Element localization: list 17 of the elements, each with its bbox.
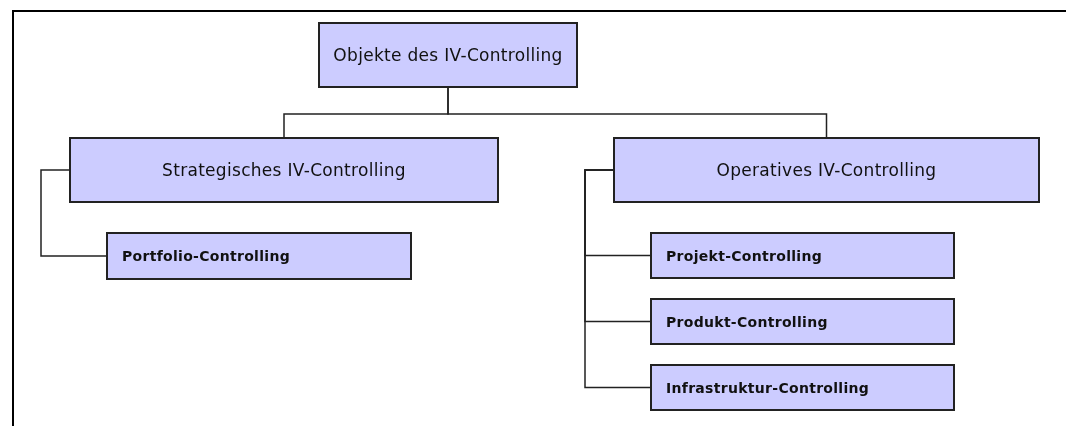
category-box: [613, 137, 1040, 203]
connector-line: [40, 169, 107, 257]
box-label: Objekte des IV-Controlling: [333, 45, 563, 65]
box-label: Portfolio-Controlling: [122, 248, 290, 264]
box-label: Produkt-Controlling: [666, 313, 828, 330]
category-box: [650, 232, 955, 279]
box-label: Strategisches IV-Controlling: [162, 160, 406, 180]
box-label: Projekt-Controlling: [666, 247, 823, 264]
connector-line: [584, 169, 651, 389]
box-label: Infrastruktur-Controlling: [666, 379, 870, 396]
category-box: [106, 232, 412, 280]
box-label: Operatives IV-Controlling: [716, 160, 937, 180]
category-box: [650, 298, 955, 345]
category-box: [69, 137, 499, 203]
category-box: [318, 22, 578, 88]
category-box: [650, 364, 955, 411]
connector-line: [447, 87, 828, 138]
